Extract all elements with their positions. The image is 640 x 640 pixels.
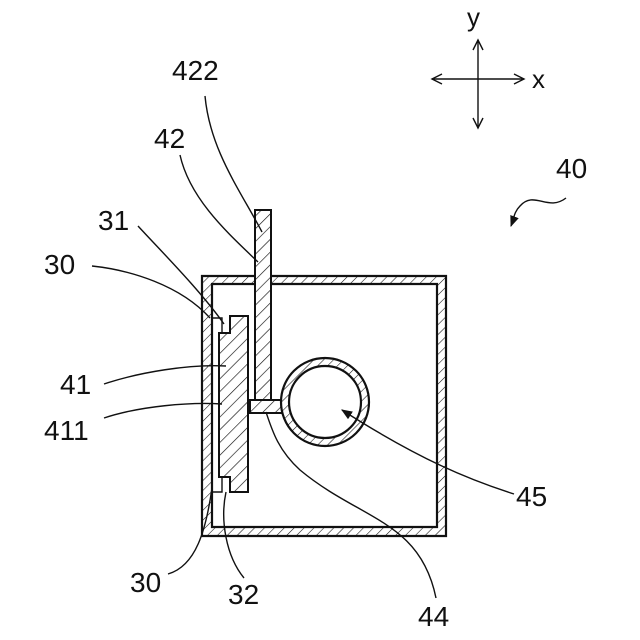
- label-rod: 42: [154, 123, 185, 154]
- label-recess-top: 31: [98, 205, 129, 236]
- x-axis-label: x: [532, 64, 545, 94]
- label-connector: 44: [418, 601, 449, 632]
- label-wall-upper: 30: [44, 249, 75, 280]
- y-axis-label: y: [467, 2, 480, 32]
- tube: [281, 358, 369, 446]
- plate: [219, 316, 248, 492]
- label-tube: 45: [516, 481, 547, 512]
- leader-rod: [180, 155, 258, 262]
- label-wall-lower: 30: [130, 567, 161, 598]
- leader-rod-top: [205, 96, 262, 232]
- tube-bore: [289, 366, 361, 438]
- label-plate: 41: [60, 369, 91, 400]
- label-rod-top: 422: [172, 55, 219, 86]
- rod: [255, 210, 271, 400]
- leader-assembly: [511, 198, 566, 226]
- leader-connector: [266, 412, 436, 598]
- leader-tube: [342, 410, 514, 494]
- leader-lines: [92, 96, 566, 598]
- label-plate-face: 411: [44, 415, 89, 446]
- connector: [250, 400, 282, 413]
- recess-bottom-edge: [212, 477, 222, 492]
- reference-labels: 40 422 42 31 30 41 411 45 30 32 44: [44, 55, 587, 632]
- leader-wall-upper: [92, 266, 210, 318]
- axis-cross: y x: [432, 2, 545, 128]
- label-recess-bottom: 32: [228, 579, 259, 610]
- label-assembly: 40: [556, 153, 587, 184]
